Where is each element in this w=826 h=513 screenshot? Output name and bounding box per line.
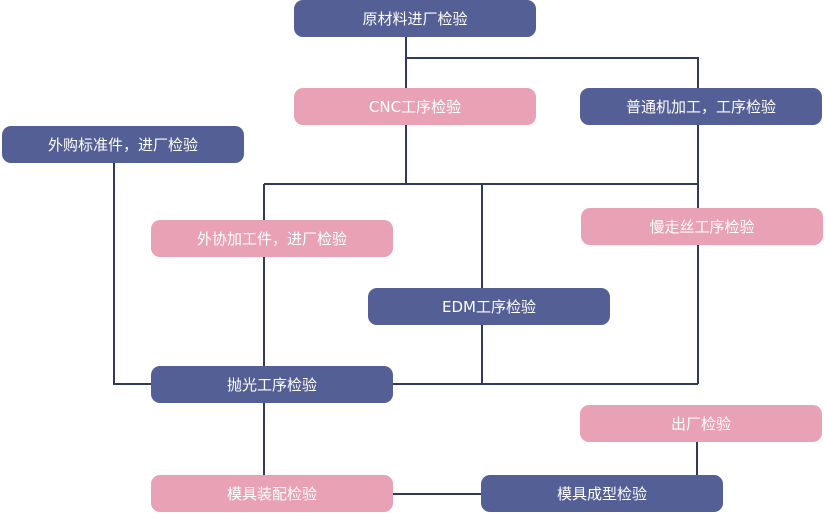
node-factory-exit-inspection[interactable]: 出厂检验 bbox=[580, 405, 822, 442]
node-label: 抛光工序检验 bbox=[226, 376, 317, 394]
node-label: 外购标准件，进厂检验 bbox=[47, 136, 198, 154]
node-label: 模具成型检验 bbox=[556, 485, 647, 503]
node-polishing-inspection[interactable]: 抛光工序检验 bbox=[151, 366, 393, 403]
node-label: 模具装配检验 bbox=[226, 485, 317, 503]
node-edm-inspection[interactable]: EDM工序检验 bbox=[368, 288, 610, 325]
node-label: 出厂检验 bbox=[670, 415, 731, 433]
node-mold-assembly-inspection[interactable]: 模具装配检验 bbox=[151, 475, 393, 512]
node-cnc-inspection[interactable]: CNC工序检验 bbox=[294, 88, 536, 125]
node-label: EDM工序检验 bbox=[442, 298, 536, 316]
node-label: 外协加工件，进厂检验 bbox=[196, 230, 347, 248]
node-label: 原材料进厂检验 bbox=[362, 10, 468, 28]
node-outsourced-parts-inspection[interactable]: 外协加工件，进厂检验 bbox=[151, 220, 393, 257]
node-mold-forming-inspection[interactable]: 模具成型检验 bbox=[481, 475, 723, 512]
node-wire-cut-inspection[interactable]: 慢走丝工序检验 bbox=[581, 208, 823, 245]
node-purchased-standard-parts-inspection[interactable]: 外购标准件，进厂检验 bbox=[2, 126, 244, 163]
node-label: 普通机加工，工序检验 bbox=[625, 98, 776, 116]
node-label: 慢走丝工序检验 bbox=[649, 218, 755, 236]
node-general-machining-inspection[interactable]: 普通机加工，工序检验 bbox=[580, 88, 822, 125]
connector-raw-to-general bbox=[405, 37, 699, 88]
node-raw-material-inspection[interactable]: 原材料进厂检验 bbox=[294, 0, 536, 37]
node-label: CNC工序检验 bbox=[368, 98, 462, 116]
connector-purchased-to-polishing bbox=[113, 163, 151, 385]
